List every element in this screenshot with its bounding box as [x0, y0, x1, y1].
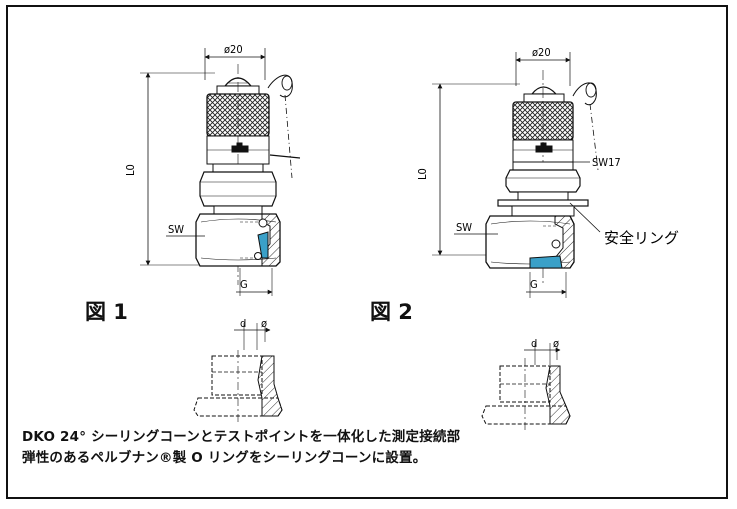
- fig1-wrench-label: SW: [168, 223, 184, 236]
- diagram-frame: [6, 5, 728, 499]
- fig1-diameter-label: ø20: [224, 43, 243, 56]
- caption: DKO 24° シーリングコーンとテストポイントを一体化した測定接続部 弾性のあ…: [22, 427, 460, 469]
- logo-mark-icon: [231, 142, 249, 153]
- chain-icon: [572, 82, 597, 106]
- fig1-detail-phi-label: ø: [261, 317, 267, 330]
- figure-1-label: 図 1: [85, 300, 128, 324]
- o-ring-icon: [529, 255, 563, 269]
- caption-line-2: 弾性のあるペルブナン®製 O リングをシーリングコーンに設置。: [22, 450, 427, 466]
- figure-2-detail: [481, 343, 571, 430]
- fig1-thread-label: G: [240, 278, 248, 291]
- fig1-length-label: L0: [124, 164, 137, 176]
- o-ring-icon: [257, 231, 269, 259]
- fig2-length-label: L0: [416, 168, 429, 180]
- fig2-thread-label: G: [530, 278, 538, 291]
- figure-2-drawing: [432, 52, 601, 298]
- fig2-wrench-label: SW: [456, 221, 472, 234]
- fig2-wrench2-label: SW17: [592, 156, 621, 169]
- caption-line-1: DKO 24° シーリングコーンとテストポイントを一体化した測定接続部: [22, 429, 461, 445]
- fig2-detail-phi-label: ø: [553, 337, 559, 350]
- chain-icon: [267, 74, 293, 98]
- fig2-diameter-label: ø20: [532, 46, 551, 59]
- safety-ring-callout: 安全リング: [604, 229, 679, 247]
- logo-mark-icon: [535, 142, 553, 153]
- figure-2-label: 図 2: [370, 300, 413, 324]
- fig2-detail-d-label: d: [531, 337, 537, 350]
- figure-1-drawing: [140, 48, 301, 296]
- fig1-detail-d-label: d: [240, 317, 246, 330]
- figure-1-detail: [193, 323, 283, 422]
